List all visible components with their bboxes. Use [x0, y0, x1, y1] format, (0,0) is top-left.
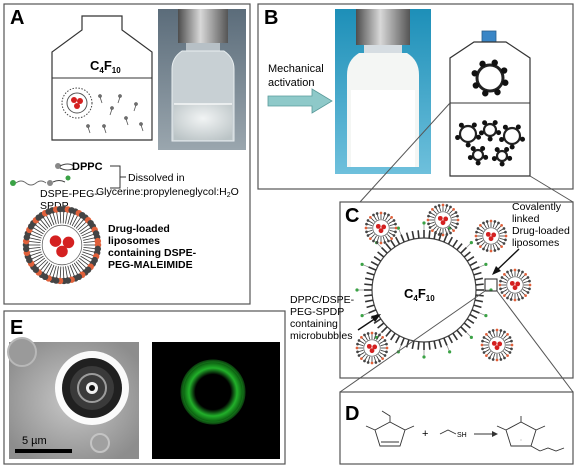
activation-line1: Mechanical	[268, 63, 324, 75]
activation-line2: activation	[268, 77, 314, 89]
dissolved-line2: Glycerine:propyleneglycol:H2O	[96, 186, 239, 199]
attached-liposome	[427, 204, 460, 237]
microbubble-label-line4: microbubbles	[290, 330, 352, 342]
liposome-desc-line3: containing DSPE-	[108, 247, 197, 259]
fluorescence-image	[152, 342, 280, 459]
covalent-label-line2: linked	[512, 213, 540, 225]
microbubble-label-line2: PEG-SPDP	[290, 306, 344, 318]
brightfield-image: 5 µm	[8, 338, 139, 459]
panel-d-letter: D	[345, 403, 359, 425]
scale-bar-label: 5 µm	[22, 435, 47, 447]
panel-c: C C4F10 Covalently linked Drug-loaded li…	[290, 201, 573, 378]
panel-d: D + SH	[340, 392, 573, 464]
attached-liposome	[356, 332, 389, 365]
microbubble-label-line1: DPPC/DSPE-	[290, 294, 355, 306]
panel-b-letter: B	[264, 7, 278, 29]
panel-c-letter: C	[345, 205, 359, 227]
scale-bar	[15, 449, 72, 453]
panel-b-vial-schematic	[450, 31, 530, 176]
liposome-desc-line4: PEG-MALEIMIDE	[108, 259, 193, 271]
covalent-label-line1: Covalently	[512, 201, 562, 213]
dissolved-line1: Dissolved in	[128, 172, 185, 184]
panel-a-letter: A	[10, 7, 24, 29]
panel-b: B Mechanical activation	[258, 4, 573, 189]
attached-liposome	[499, 269, 532, 302]
liposome-desc-line2: liposomes	[108, 235, 160, 247]
microbubble-label-line3: containing	[290, 318, 338, 330]
thiol-sh-label: SH	[457, 432, 467, 439]
panel-b-vial-photo	[335, 9, 431, 174]
attached-liposome	[475, 220, 508, 253]
panel-a-vial-photo	[158, 9, 246, 150]
panel-e: E 5 µm	[4, 311, 285, 464]
dppc-label: DPPC	[72, 161, 103, 173]
covalent-label-line3: Drug-loaded	[512, 225, 570, 237]
panel-e-letter: E	[10, 317, 23, 339]
dspe-peg-label-line1: DSPE-PEG-	[40, 188, 98, 200]
covalent-label-line4: liposomes	[512, 237, 559, 249]
liposome-desc-line1: Drug-loaded	[108, 223, 170, 235]
plus-sign: +	[422, 428, 428, 440]
panel-a: A C4F10	[4, 4, 250, 304]
attached-liposome	[481, 329, 514, 362]
attached-liposome	[365, 212, 398, 245]
panel-d-frame	[340, 392, 573, 464]
